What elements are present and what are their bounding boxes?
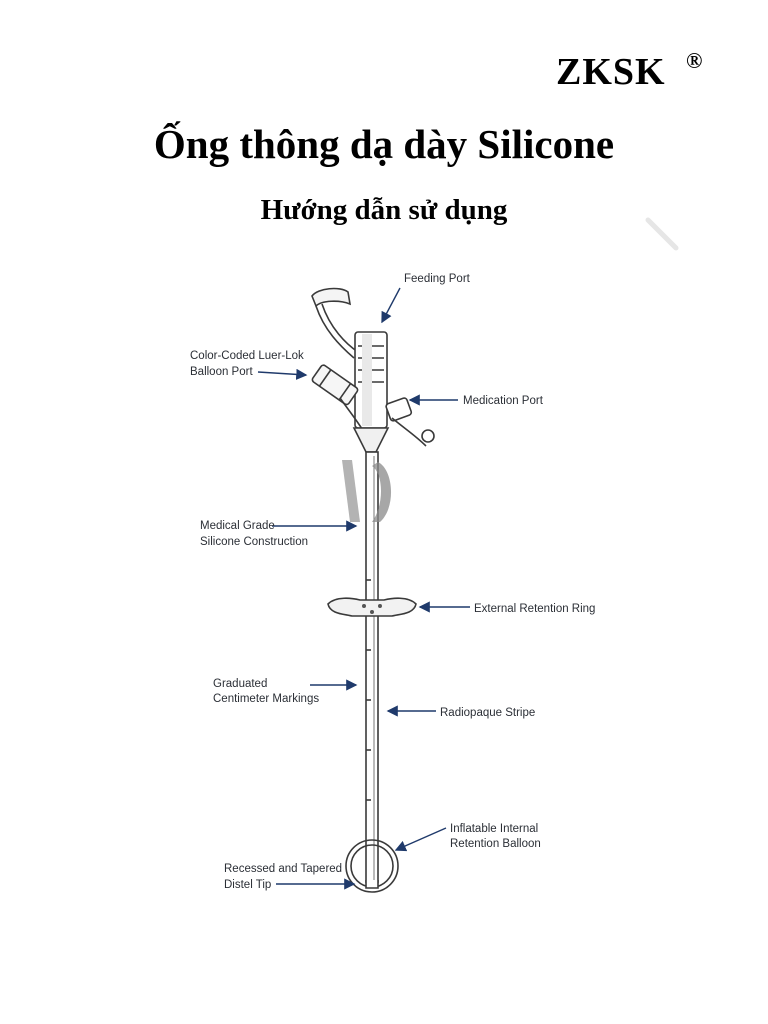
registered-mark: ® (686, 48, 703, 73)
watermark-mark (645, 217, 679, 251)
label-balloon-port-line2: Balloon Port (190, 366, 253, 378)
label-balloon-line1: Inflatable Internal (450, 823, 538, 835)
brand-logo: ZKSK (556, 51, 666, 93)
label-tip-line2: Distel Tip (224, 879, 271, 891)
page-subtitle: Hướng dẫn sử dụng (260, 194, 508, 226)
callout-arrows (257, 287, 470, 890)
page-title: Ống thông dạ dày Silicone (153, 121, 615, 167)
label-graduated-line1: Graduated (213, 678, 267, 690)
label-medication-port: Medication Port (463, 395, 544, 407)
watermark-logo (342, 460, 392, 522)
label-silicone-line1: Medical Grade (200, 520, 275, 532)
label-graduated-line2: Centimeter Markings (213, 693, 319, 705)
label-radiopaque-stripe: Radiopaque Stripe (440, 707, 535, 719)
label-balloon-port-line1: Color-Coded Luer-Lok (190, 350, 304, 362)
label-silicone-line2: Silicone Construction (200, 536, 308, 548)
label-feeding-port: Feeding Port (404, 273, 471, 285)
label-balloon-line2: Retention Balloon (450, 838, 541, 850)
label-retention-ring: External Retention Ring (474, 603, 595, 615)
label-tip-line1: Recessed and Tapered (224, 863, 342, 875)
tube-drawing (311, 287, 435, 893)
